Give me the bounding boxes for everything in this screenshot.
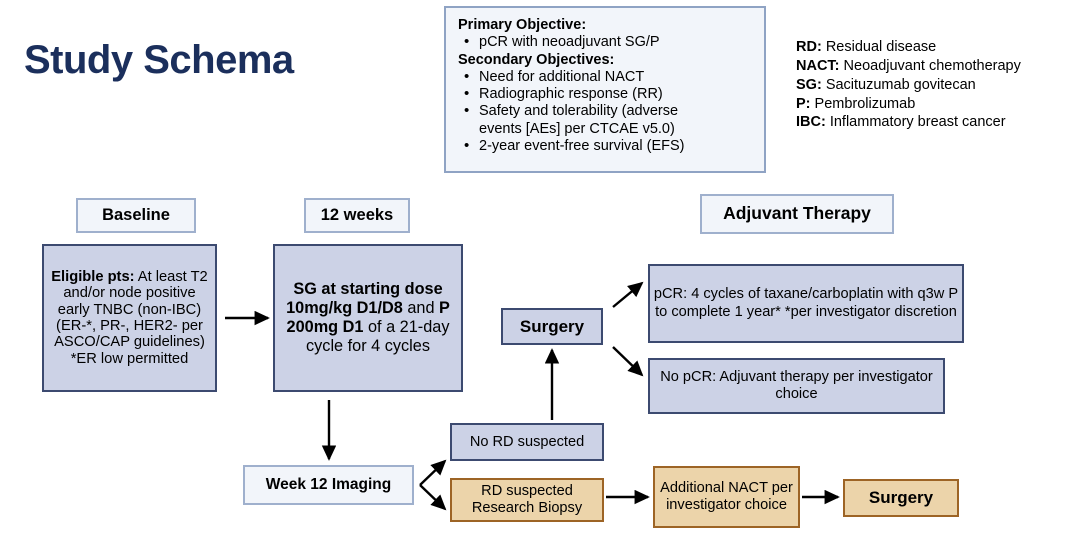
page-title: Study Schema (24, 38, 294, 82)
box-no-rd-suspected: No RD suspected (450, 423, 604, 461)
legend-definition: Pembrolizumab (814, 95, 916, 112)
box-no-pcr-arm: No pCR: Adjuvant therapy per investigato… (648, 358, 945, 414)
arrow-surgery-to-no-pcr (612, 346, 644, 377)
list-item: 2-year event-free survival (EFS) (458, 137, 754, 155)
arrow-surgery-to-pcr (612, 281, 644, 308)
legend-entry: IBC: Inflammatory breast cancer (796, 113, 1074, 132)
legend-definition: Neoadjuvant chemotherapy (843, 57, 1021, 74)
treatment-seg1: SG at starting dose 10mg/kg D1/D8 (286, 280, 443, 318)
header-baseline: Baseline (76, 198, 196, 233)
treatment-seg3: P 200mg D1 (286, 299, 450, 336)
secondary-objectives-heading: Secondary Objectives: (458, 51, 615, 68)
header-12-weeks: 12 weeks (304, 198, 410, 233)
list-item: Radiographic response (RR) (458, 85, 754, 103)
legend-entry: SG: Sacituzumab govitecan (796, 76, 1074, 95)
legend-entry: RD: Residual disease (796, 38, 1074, 57)
box-surgery-middle: Surgery (501, 308, 603, 345)
eligible-label: Eligible pts: (51, 268, 135, 285)
legend-entry: NACT: Neoadjuvant chemotherapy (796, 57, 1074, 76)
box-week-12-imaging: Week 12 Imaging (243, 465, 414, 505)
box-additional-nact: Additional NACT per investigator choice (653, 466, 800, 528)
box-surgery-end: Surgery (843, 479, 959, 517)
primary-objective-list: pCR with neoadjuvant SG/P (458, 33, 754, 51)
legend-definition: Inflammatory breast cancer (829, 114, 1006, 131)
objectives-panel: Primary Objective: pCR with neoadjuvant … (444, 6, 766, 173)
legend-abbr: NACT: (796, 57, 840, 74)
list-item: Need for additional NACT (458, 68, 754, 86)
eligible-text: At least T2 and/or node positive early T… (54, 268, 208, 367)
legend-entry: P: Pembrolizumab (796, 95, 1074, 114)
abbreviation-legend: RD: Residual disease NACT: Neoadjuvant c… (796, 38, 1074, 132)
list-item-line2: events [AEs] per CTCAE v5.0) (479, 120, 675, 137)
treatment-seg4: of a 21-day cycle for 4 cycles (306, 318, 450, 355)
primary-objective-heading: Primary Objective: (458, 17, 587, 33)
legend-definition: Residual disease (825, 39, 937, 55)
legend-abbr: SG: (796, 76, 822, 93)
list-item-line1: Safety and tolerability (adverse (479, 103, 679, 120)
box-treatment-regimen: SG at starting dose 10mg/kg D1/D8 and P … (273, 244, 463, 392)
box-eligible-patients: Eligible pts: At least T2 and/or node po… (42, 244, 217, 392)
legend-definition: Sacituzumab govitecan (825, 76, 976, 93)
list-item: pCR with neoadjuvant SG/P (458, 33, 754, 51)
treatment-seg2: and (402, 299, 440, 318)
legend-abbr: IBC: (796, 114, 826, 131)
header-adjuvant-therapy: Adjuvant Therapy (700, 194, 894, 234)
legend-abbr: P: (796, 95, 811, 112)
arrow-imaging-to-rd-suspected (419, 484, 447, 511)
box-pcr-arm: pCR: 4 cycles of taxane/carboplatin with… (648, 264, 964, 343)
secondary-objective-list: Need for additional NACT Radiographic re… (458, 68, 754, 155)
box-rd-suspected-research-biopsy: RD suspected Research Biopsy (450, 478, 604, 522)
arrow-imaging-to-no-rd (419, 459, 447, 486)
legend-abbr: RD: (796, 39, 822, 55)
